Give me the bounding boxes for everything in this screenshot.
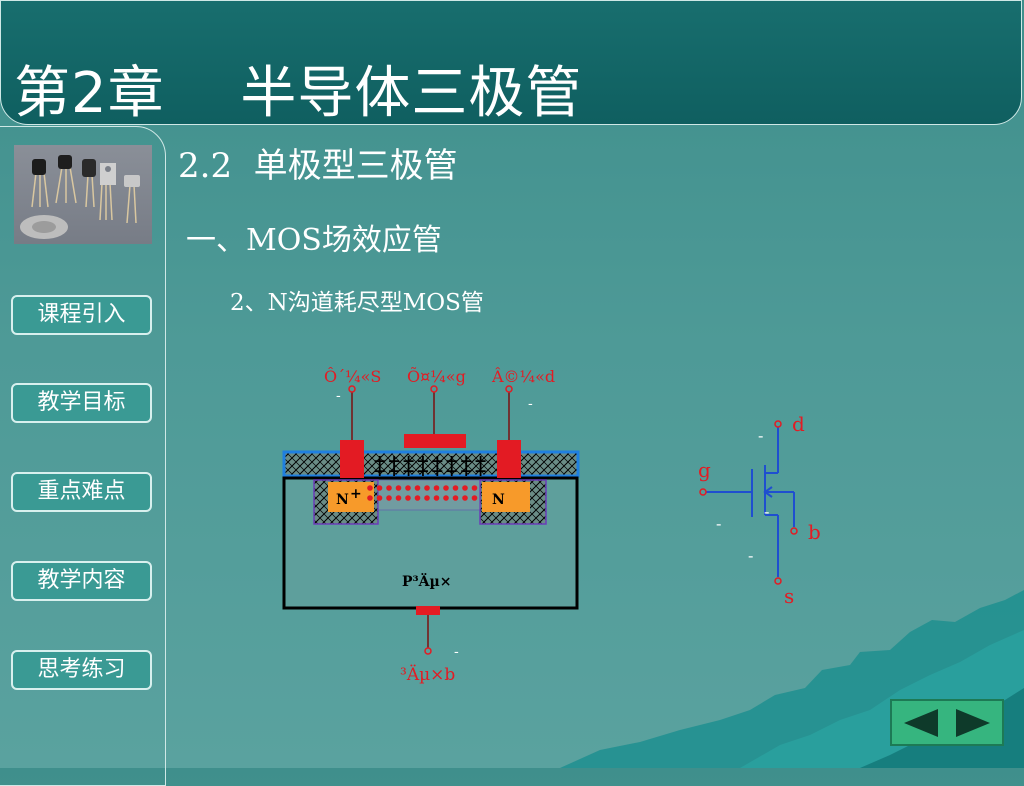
triangle-right-icon[interactable] (954, 707, 992, 739)
subtitle-mosfet: 一、MOS场效应管 (186, 223, 442, 258)
electron-dot (443, 495, 449, 501)
electron-dot (471, 485, 478, 491)
electron-dot (471, 495, 478, 501)
transistor-photo-drawing (20, 155, 140, 239)
electron-dot (462, 495, 468, 501)
symbol-b-label: b (808, 520, 821, 544)
n-left-plus-label: + (350, 486, 362, 502)
source-contact (340, 440, 364, 478)
electron-dot (367, 485, 373, 491)
electron-channel (367, 485, 478, 501)
mosfet-cross-section: Ô´¼«S Õ¤¼«g Â©¼«d ³Äµ×b - - - ++++++++ +… (282, 366, 580, 685)
electron-dot (405, 485, 411, 491)
drain-minus: - (528, 396, 533, 412)
electron-dot (414, 495, 421, 501)
electron-dot (433, 495, 440, 501)
sidebar-item-exercises[interactable]: 思考练习 (11, 650, 152, 690)
n-right-label: N (492, 492, 505, 508)
electron-dot (433, 485, 440, 491)
subtitle-n-channel-depletion: 2、N沟道耗尽型MOS管 (230, 290, 484, 316)
symbol-d-label: d (792, 412, 805, 436)
electron-dot (395, 495, 402, 501)
p-substrate-label: P³Äµ× (402, 571, 452, 590)
page-title: 第2章 半导体三极管 (14, 61, 583, 126)
electron-dot (395, 485, 402, 491)
title-bar (0, 0, 1022, 125)
electron-dot (367, 495, 373, 501)
electron-dot (452, 485, 459, 491)
sidebar-item-key-points[interactable]: 重点难点 (11, 472, 152, 512)
symbol-s-label: s (784, 584, 794, 608)
sidebar-item-course-intro[interactable]: 课程引入 (11, 295, 152, 335)
symbol-s-minus: - (748, 546, 753, 565)
source-label: Ô´¼«S (324, 366, 381, 386)
electron-dot (414, 485, 421, 491)
sidebar-item-teaching-goals[interactable]: 教学目标 (11, 383, 152, 423)
n-left-label: N (336, 492, 349, 508)
substrate-label: ³Äµ×b (400, 664, 455, 685)
oxide-positive-charges-bottom: ++++++++ (373, 461, 488, 480)
electron-dot (424, 485, 430, 491)
n-plus-source-region (328, 482, 374, 512)
symbol-b-minus: - (764, 502, 769, 521)
electron-dot (386, 495, 392, 501)
gate-label: Õ¤¼«g (407, 366, 466, 386)
electron-dot (452, 495, 459, 501)
electron-dot (443, 485, 449, 491)
symbol-g-label: g (698, 458, 711, 482)
triangle-left-icon[interactable] (902, 707, 940, 739)
substrate-minus: - (454, 644, 459, 660)
sidebar-item-teaching-content[interactable]: 教学内容 (11, 561, 152, 601)
mosfet-symbol: d g b s - - - - (698, 412, 821, 608)
electron-dot (405, 495, 411, 501)
electron-dot (376, 495, 383, 501)
drain-label: Â©¼«d (491, 366, 555, 386)
substrate-contact (416, 606, 440, 615)
electron-dot (376, 485, 383, 491)
symbol-d-minus: - (758, 426, 763, 445)
section-title: 2.2 单极型三极管 (178, 146, 458, 186)
oxide-positive-charges-top: ++++++++ (373, 451, 488, 470)
drain-contact (497, 440, 521, 478)
n-plus-drain-region (482, 482, 530, 512)
gate-electrode (404, 434, 466, 448)
electron-dot (424, 495, 430, 501)
electron-dot (386, 485, 392, 491)
oxide-layer (282, 450, 580, 478)
electron-dot (462, 485, 468, 491)
symbol-g-minus: - (716, 514, 721, 533)
transistor-photo (14, 145, 152, 244)
slide-nav (890, 699, 1004, 746)
source-minus: - (336, 388, 341, 404)
